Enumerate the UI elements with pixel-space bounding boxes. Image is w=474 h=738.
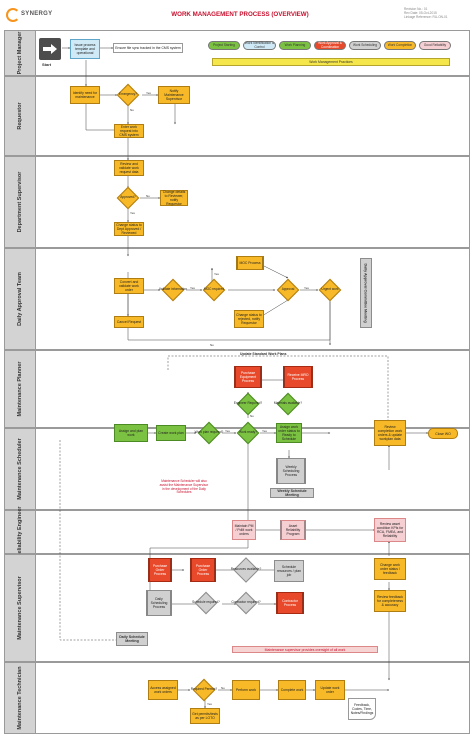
flow-yes: Yes <box>190 286 195 290</box>
meta-revision: Revision No.: 01 <box>404 7 428 11</box>
planner-create-plan: Create work plan <box>156 425 186 441</box>
planner-ready-to-schedule: Assign work order status to Ready to Sch… <box>276 423 302 443</box>
planner-assign-plan: Assign and plan work <box>114 424 148 442</box>
flow-yes: Yes <box>225 429 230 433</box>
planner-engineer-label: Engineer Required? <box>233 401 263 406</box>
req-notify-supervisor: Notify Maintenance Supervisor <box>158 86 190 104</box>
lane-requestor: Requestor <box>4 76 470 156</box>
dat-urgent-label: Urgent work <box>321 287 339 292</box>
sup-schedule-resources: Schedule resources / plan job <box>274 560 304 582</box>
planner-materials-label: Materials available? <box>273 401 303 406</box>
sup-daily-meeting: Daily Schedule Meeting <box>116 632 148 646</box>
sup-change-wo-status: Change work order status / feedback <box>374 558 406 580</box>
lane-department-supervisor: Department Supervisor <box>4 156 470 248</box>
flow-no: No <box>221 686 225 690</box>
tech-complete-work: Complete work <box>278 680 306 700</box>
flow-yes: Yes <box>214 272 219 276</box>
phase-work-approval: Work Approval & Coordination <box>314 41 346 50</box>
dat-validate-label: Validate information <box>159 287 187 292</box>
dept-change-details: Change details to Reviewer, notify Reque… <box>160 190 188 206</box>
sup-purchase-order-2: Purchase Order Process <box>190 558 216 582</box>
dat-moc-label: MOC required <box>203 287 225 292</box>
flow-no: No <box>250 414 254 418</box>
planner-ready-label: Work ready? <box>238 430 257 435</box>
meta-date: Rev Date: 05-Oct-2015 <box>404 11 437 16</box>
sup-oversight-note: Maintenance supervisor provides oversigh… <box>232 646 378 653</box>
flow-no: No <box>146 194 150 198</box>
dept-change-status: Change status to Dept Approved / Reviewe… <box>114 222 144 236</box>
planner-receive-mro: Receive MRO Process <box>283 366 313 388</box>
tech-update-wo: Update work order <box>315 680 345 700</box>
planner-review-completion: Review completion work orders & update w… <box>374 420 406 446</box>
rel-review-kpis: Review asset condition KPIs for RCA, FME… <box>374 518 406 542</box>
start-arrow-icon <box>43 44 57 54</box>
sup-schedule-label: Schedule required? <box>192 600 220 605</box>
planner-close-wo: Close WO <box>428 428 458 439</box>
phase-work-completion: Work Completion <box>384 41 416 50</box>
start-label: Start <box>42 62 52 67</box>
logo-mark-icon <box>6 8 20 22</box>
req-identify-need: Identify need for maintenance <box>70 86 100 104</box>
synergy-logo: SYNERGY <box>6 8 53 26</box>
tech-access-work: Access assigned work orders <box>148 680 178 700</box>
sup-contractor-process: Contractor Process <box>276 592 304 614</box>
phase-work-planning: Work Planning <box>279 41 311 50</box>
flow-no: No <box>210 343 214 347</box>
scheduler-weekly-meeting: Weekly Schedule Meeting <box>270 488 314 498</box>
flow-yes: Yes <box>146 91 151 95</box>
start-event <box>39 38 61 60</box>
flow-no: No <box>130 108 134 112</box>
rel-maintain-pm: Maintain PM / PdM work orders <box>232 520 256 540</box>
flow-yes: Yes <box>304 286 309 290</box>
pm-note-cms: Ensure file sync tracked in the CMS syst… <box>113 43 183 53</box>
doc-meta: Revision No.: 01 Rev Date: 05-Oct-2015 L… <box>404 7 470 20</box>
dat-convert-validate: Convert and validate work order <box>114 278 144 294</box>
sup-contractor-label: Contractor required? <box>231 600 261 605</box>
dat-cancel-request: Cancel Request <box>114 316 144 328</box>
sup-review-feedback: Review feedback for completeness & accur… <box>374 590 406 612</box>
rel-asset-program: Asset Reliability Program <box>280 520 306 540</box>
planner-requires-label: Work plan required? <box>194 430 224 435</box>
flow-yes: Yes <box>130 211 135 215</box>
req-enter-request: Enter work request into CMS system <box>114 124 144 138</box>
req-emergency-label: Emergency? <box>119 92 137 97</box>
planner-update-std-label: Update Standard Work Plans <box>240 352 287 356</box>
tech-perform-work: Perform work <box>232 680 260 700</box>
dept-approved-label: Approved? <box>120 195 136 200</box>
dat-change-rejected: Change status to rejected, notify Reques… <box>234 310 264 328</box>
dat-committee-meeting: Daily Approval Committee Meeting <box>360 258 372 328</box>
logo-text: SYNERGY <box>21 11 53 17</box>
dat-approval-label: Approval <box>281 287 295 292</box>
phase-good-reliability: Good Reliability <box>419 41 451 50</box>
scheduler-weekly-process: Weekly Scheduling Process <box>276 458 306 484</box>
flow-yes: Yes <box>207 702 212 706</box>
scheduler-note: Maintenance Scheduler will also assist t… <box>159 479 209 495</box>
flow-yes: Yes <box>262 429 267 433</box>
planner-purchase-equipment: Purchase Equipment Process <box>234 366 262 388</box>
sup-daily-scheduling: Daily Scheduling Process <box>146 590 172 616</box>
dat-committee-label: Daily Approval Committee Meeting <box>364 263 369 323</box>
tech-permit-label: Required Permits? <box>190 687 218 692</box>
meta-linkage: Linkage Reference: RU-ON-01 <box>404 15 448 20</box>
page-title: WORK MANAGEMENT PROCESS (OVERVIEW) <box>171 11 309 18</box>
lane-maintenance-planner: Maintenance Planner <box>4 350 470 428</box>
phase-work-identification: Work Identification & Control <box>243 40 276 50</box>
phase-project-starting: Project Starting <box>208 41 240 50</box>
pm-issue-template: Issue process template and operational <box>70 39 100 59</box>
tech-feedback-note: Feedback, Codes, Time, Notes/Findings <box>348 698 376 720</box>
sup-resources-label: Resources available? <box>230 567 262 572</box>
dat-moc-process: MOC Process <box>236 256 264 270</box>
phase-work-scheduling: Work Scheduling <box>349 41 381 50</box>
sup-purchase-order-1: Purchase Order Process <box>148 558 172 582</box>
tech-get-permits: Get permits/tests as per LOTO <box>190 708 220 724</box>
dept-review-request: Review and validate work request data <box>114 160 144 176</box>
work-management-practices-bar: Work Management Practices <box>212 58 450 66</box>
